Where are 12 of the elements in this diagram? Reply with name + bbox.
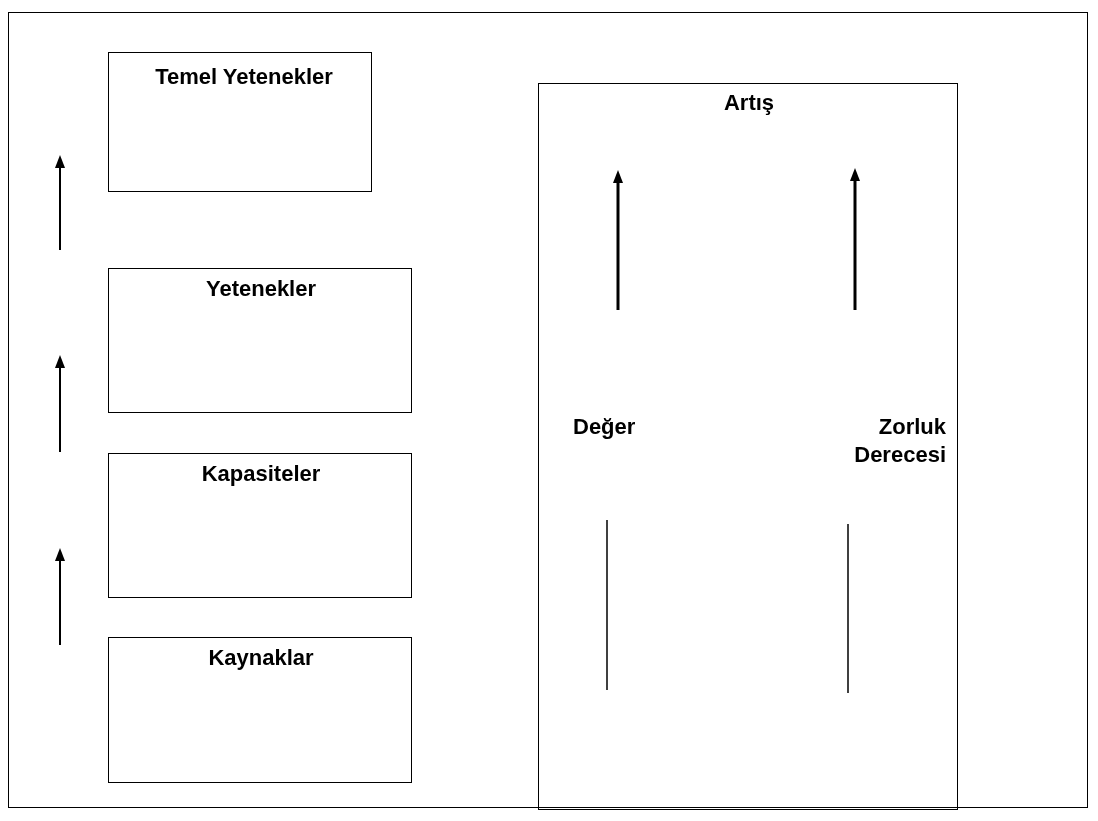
box-title: Temel Yetenekler bbox=[154, 63, 334, 91]
process-box bbox=[108, 268, 412, 413]
box-title: Yetenekler bbox=[204, 275, 318, 303]
process-box bbox=[108, 52, 372, 192]
box-title: Artış bbox=[722, 89, 776, 117]
text-label: Zorluk Derecesi bbox=[853, 413, 946, 469]
process-box bbox=[108, 453, 412, 598]
text-label: Değer bbox=[573, 413, 637, 441]
box-title: Kaynaklar bbox=[207, 644, 315, 672]
box-title: Kapasiteler bbox=[200, 460, 322, 488]
process-box bbox=[538, 83, 958, 810]
process-box bbox=[108, 637, 412, 783]
